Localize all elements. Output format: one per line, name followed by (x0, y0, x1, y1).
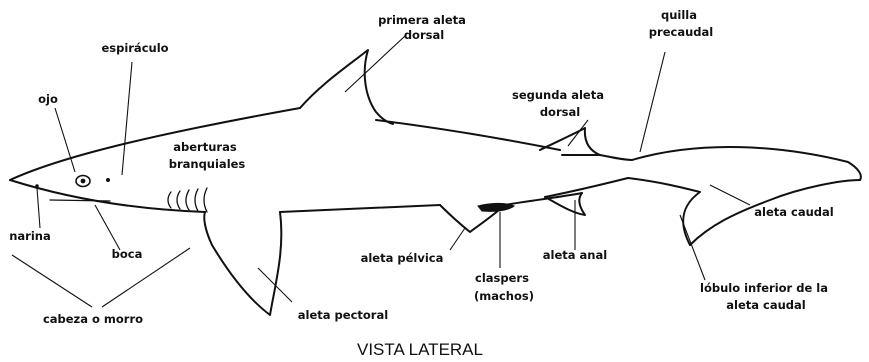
caudal-lower-lobe (628, 178, 700, 245)
leader-narina (37, 188, 40, 228)
label-boca: boca (112, 247, 143, 261)
label-primera-aleta: primera aleta dorsal (378, 13, 470, 42)
caudal-upper-lobe (600, 147, 861, 180)
leader-lobulo (680, 215, 705, 280)
label-aleta-pelvica: aleta pélvica (361, 251, 444, 265)
label-quilla: quilla precaudal (649, 8, 713, 39)
claspers-shape (478, 203, 514, 211)
second-dorsal-fin (540, 128, 600, 155)
eye-pupil (81, 179, 86, 184)
pectoral-fin (204, 212, 281, 315)
shark-throat (10, 180, 205, 212)
mouth-line (50, 200, 110, 201)
label-segunda-aleta: segunda aleta dorsal (512, 88, 608, 119)
leader-boca (95, 205, 120, 250)
nostril-dot (35, 184, 39, 188)
shark-belly-rear (545, 178, 628, 197)
leader-cabeza-left (12, 255, 92, 307)
label-cabeza: cabeza o morro (43, 312, 143, 326)
leader-quilla (640, 52, 665, 152)
shark-back (376, 120, 560, 150)
label-aleta-pectoral: aleta pectoral (298, 308, 388, 322)
label-claspers: claspers (machos) (474, 271, 534, 303)
gill-slits (168, 188, 207, 212)
leader-aleta-caudal (710, 185, 750, 205)
labels: espiráculo primera aleta dorsal quilla p… (9, 8, 833, 359)
label-ojo: ojo (38, 92, 58, 106)
spiracle-dot (106, 178, 110, 182)
label-aleta-caudal: aleta caudal (754, 205, 833, 219)
first-dorsal-fin (300, 50, 393, 124)
label-aleta-anal: aleta anal (543, 248, 607, 262)
leader-pectoral (258, 268, 292, 302)
label-aberturas: aberturas branquiales (169, 140, 246, 171)
leader-primera-aleta (345, 36, 405, 92)
label-lobulo: lóbulo inferior de la aleta caudal (700, 281, 832, 312)
shark-outline (10, 50, 861, 315)
leader-aleta-pelvica (450, 228, 465, 250)
shark-belly-front (280, 205, 440, 212)
leader-espiraculo (122, 62, 132, 175)
label-narina: narina (9, 229, 51, 243)
diagram-title: VISTA LATERAL (357, 340, 483, 359)
label-espiraculo: espiráculo (101, 41, 168, 55)
shark-belly-mid (505, 193, 582, 205)
shark-dorsal-profile (10, 108, 300, 180)
leader-lines (12, 36, 750, 307)
